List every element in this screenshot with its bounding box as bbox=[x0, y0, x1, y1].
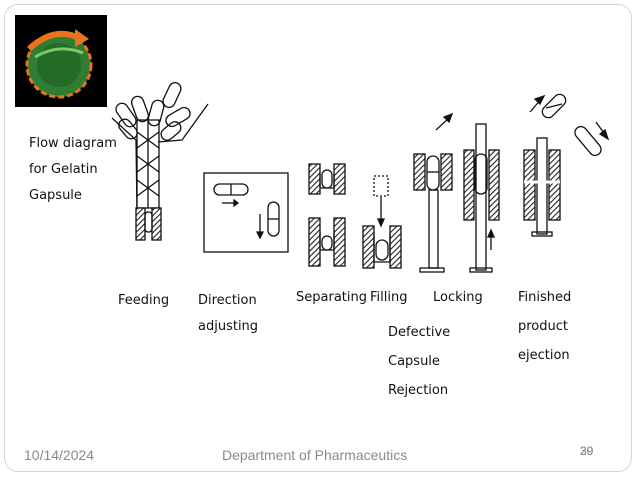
stage-text: Capsule bbox=[388, 354, 440, 369]
feeding-station bbox=[111, 82, 209, 241]
stage-label-filling: Filling bbox=[370, 285, 407, 311]
ejection-station bbox=[523, 93, 610, 237]
stage-label-feeding: Feeding bbox=[118, 288, 169, 314]
separating-station bbox=[308, 163, 346, 267]
page-number-b: 29 bbox=[580, 444, 594, 458]
footer-page-number: 30 29 bbox=[580, 444, 600, 460]
stage-text: product bbox=[518, 319, 569, 334]
direction-adjusting-box bbox=[203, 172, 289, 253]
stage-text: adjusting bbox=[198, 319, 259, 334]
stage-text: Finished bbox=[518, 290, 572, 305]
footer-date: 10/14/2024 bbox=[24, 447, 95, 463]
stage-label-defective: Defective Capsule Rejection bbox=[388, 318, 450, 405]
stage-label-direction: Direction adjusting bbox=[198, 288, 258, 340]
stage-text: Defective bbox=[388, 325, 451, 340]
institution-logo bbox=[15, 15, 107, 107]
stage-label-locking: Locking bbox=[433, 285, 483, 311]
stage-label-separating: Separating bbox=[296, 285, 367, 311]
stage-text: Rejection bbox=[388, 383, 449, 398]
intro-line: Gapsule bbox=[29, 188, 82, 203]
page-number-a: 30 bbox=[580, 444, 594, 458]
footer-department: Department of Pharmaceutics bbox=[222, 447, 408, 463]
locking-station bbox=[413, 112, 500, 273]
stage-text: Locking bbox=[433, 290, 483, 305]
stage-text: ejection bbox=[518, 348, 570, 363]
intro-line: for Gelatin bbox=[29, 162, 98, 177]
intro-line: Flow diagram bbox=[29, 136, 117, 151]
stage-label-finished: Finished product ejection bbox=[518, 283, 571, 370]
filling-station bbox=[362, 175, 402, 269]
stage-text: Direction bbox=[198, 293, 257, 308]
stage-text: Separating bbox=[296, 290, 367, 305]
intro-label: Flow diagram for Gelatin Gapsule bbox=[29, 131, 117, 209]
stage-text: Feeding bbox=[118, 293, 170, 308]
stage-text: Filling bbox=[370, 290, 408, 305]
